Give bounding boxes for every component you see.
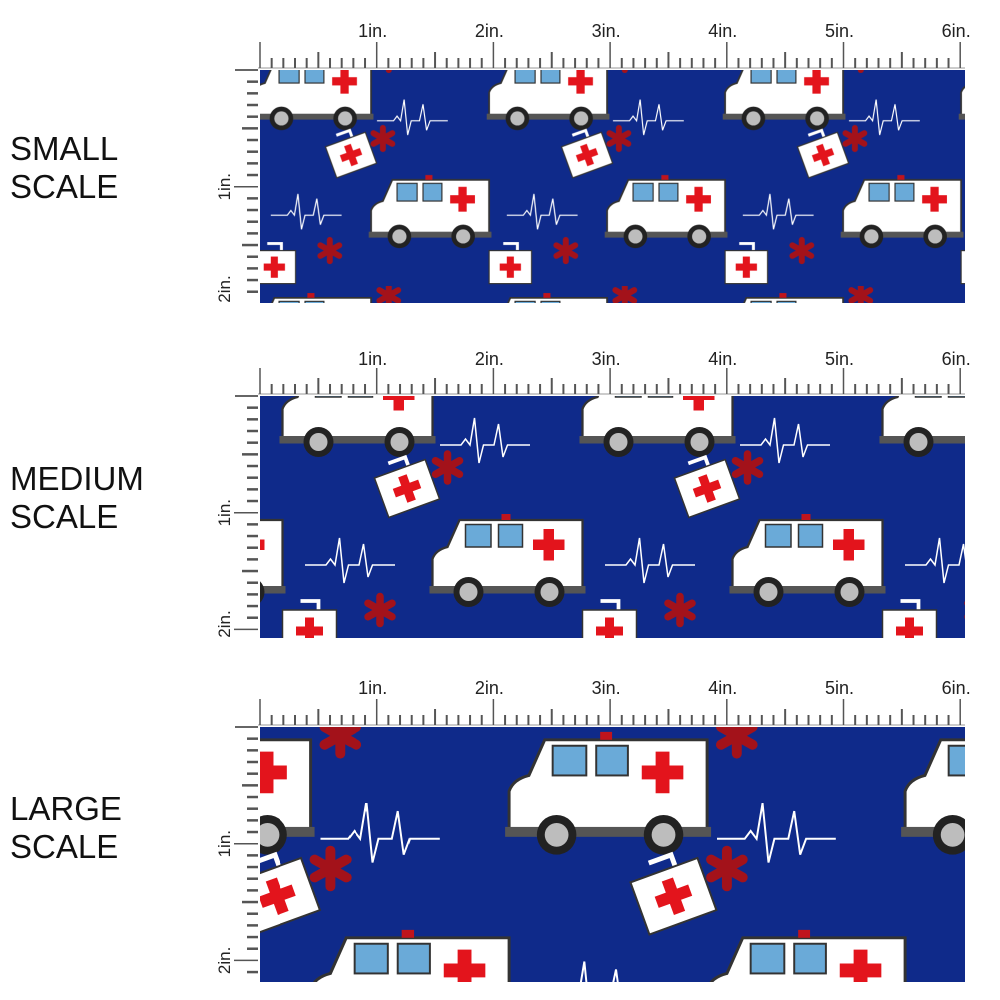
label-line: MEDIUM: [10, 460, 144, 497]
ruler-label: 2in.: [475, 349, 504, 369]
fabric-swatch-small: [260, 70, 965, 303]
ruler-label: 5in.: [825, 678, 854, 698]
ruler-label: 1in.: [358, 349, 387, 369]
ruler-label: 2in.: [215, 275, 234, 302]
ruler-label: 5in.: [825, 349, 854, 369]
ruler-label: 3in.: [592, 21, 621, 41]
ruler-label: 3in.: [592, 349, 621, 369]
ruler-label: 2in.: [475, 678, 504, 698]
ruler-label: 1in.: [358, 678, 387, 698]
ruler-label: 4in.: [708, 349, 737, 369]
ruler-label: 4in.: [708, 21, 737, 41]
label-line: SMALL: [10, 130, 119, 167]
label-line: SCALE: [10, 498, 119, 535]
ruler-label: 1in.: [215, 499, 234, 526]
ruler-label: 3in.: [592, 678, 621, 698]
ruler-label: 5in.: [825, 21, 854, 41]
ruler-label: 1in.: [215, 830, 234, 857]
ruler-label: 6in.: [942, 349, 971, 369]
fabric-swatch-large: [260, 727, 965, 982]
label-line: LARGE: [10, 790, 122, 827]
ruler-label: 4in.: [708, 678, 737, 698]
ruler-label: 1in.: [215, 173, 234, 200]
ruler-label: 1in.: [358, 21, 387, 41]
ruler-label: 2in.: [475, 21, 504, 41]
ruler-label: 2in.: [215, 947, 234, 974]
fabric-swatch-medium: [260, 396, 965, 638]
label-line: SCALE: [10, 168, 119, 205]
ruler-label: 6in.: [942, 678, 971, 698]
ruler-label: 6in.: [942, 21, 971, 41]
ruler-label: 2in.: [215, 610, 234, 637]
label-line: SCALE: [10, 828, 119, 865]
